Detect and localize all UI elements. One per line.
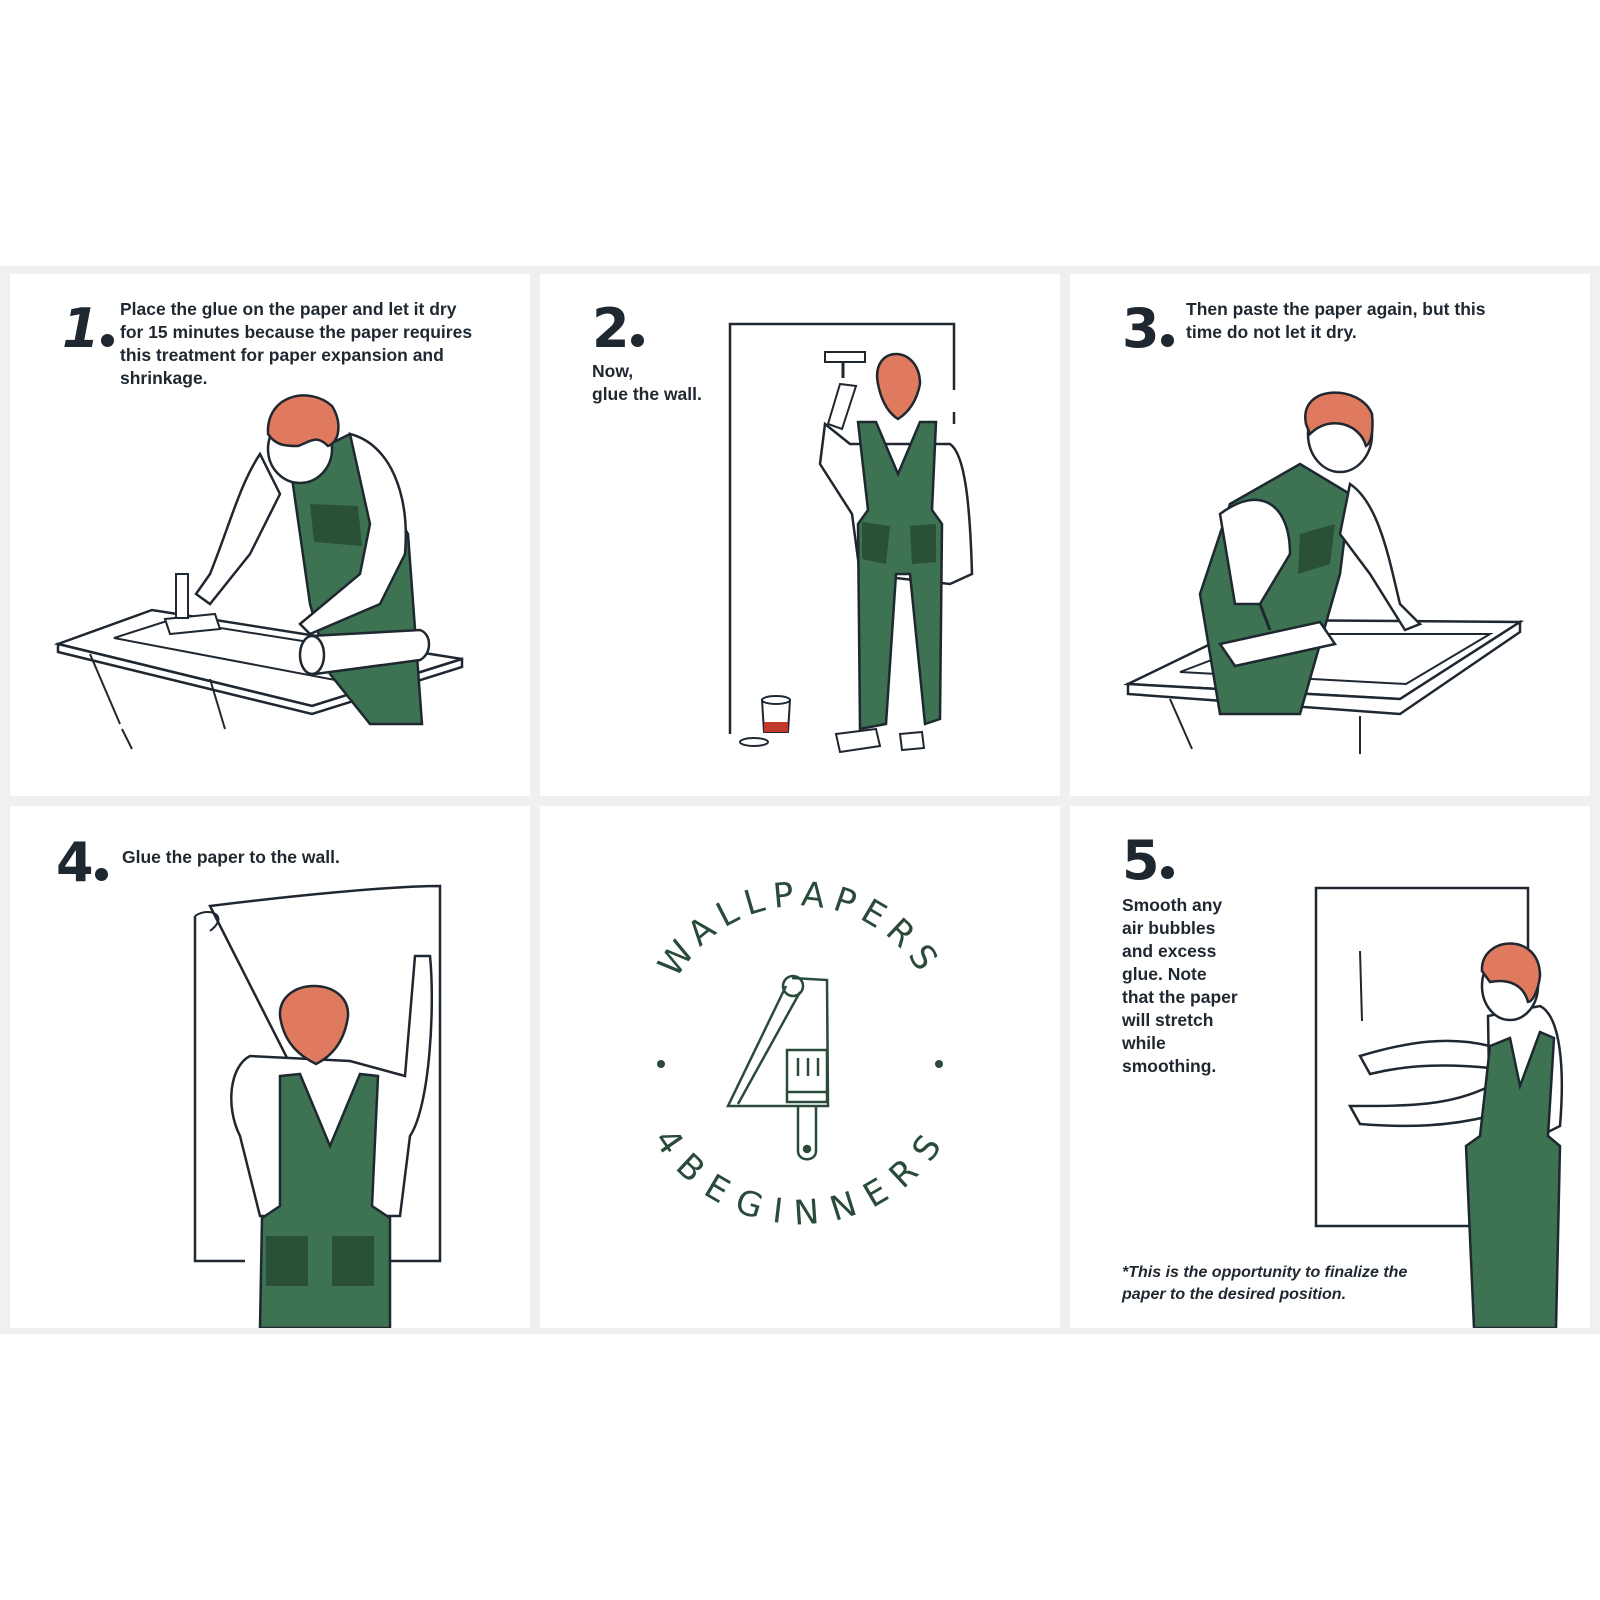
step-5-panel: 5 Smooth any air bubbles and excess glue… xyxy=(1070,806,1590,1328)
step-1-text: Place the glue on the paper and let it d… xyxy=(120,299,473,388)
step-3-text: Then paste the paper again, but this tim… xyxy=(1186,299,1486,342)
brand-top-text: WALLPAPERS xyxy=(651,874,942,984)
step-2-number: 2 xyxy=(592,302,644,356)
step-3-number: 3 xyxy=(1122,302,1174,356)
dot-left-icon xyxy=(657,1060,665,1068)
step-5-text: Smooth any air bubbles and excess glue. … xyxy=(1122,895,1238,1076)
step-5-illustration xyxy=(1314,886,1564,1328)
step-3-panel: 3 Then paste the paper again, but this t… xyxy=(1070,274,1590,796)
step-1-illustration xyxy=(53,394,464,750)
step-1-number: 1 xyxy=(62,302,114,356)
step-1-panel: 1 Place the glue on the paper and let it… xyxy=(10,274,530,796)
brand-logo: WALLPAPERS 4BEGINNERS xyxy=(646,874,954,1234)
step-2-text-line2: glue the wall. xyxy=(592,384,702,404)
step-2-panel: 2 Now, glue the wall. xyxy=(540,274,1060,796)
step-4-number: 4 xyxy=(56,836,108,890)
brand-logo-panel: WALLPAPERS 4BEGINNERS xyxy=(540,806,1060,1328)
step-3-illustration xyxy=(1123,391,1525,754)
wallpaper-brush-icon xyxy=(726,974,830,1161)
step-4-illustration xyxy=(193,884,442,1328)
brand-bottom-text: 4BEGINNERS xyxy=(646,1122,946,1234)
svg-text:4BEGINNERS: 4BEGINNERS xyxy=(646,1122,954,1234)
dot-right-icon xyxy=(935,1060,943,1068)
step-4-panel: 4 Glue the paper to the wall. xyxy=(10,806,530,1328)
step-5-number: 5 xyxy=(1122,834,1174,888)
step-2-text-line1: Now, xyxy=(592,361,634,381)
svg-text:WALLPAPERS: WALLPAPERS xyxy=(651,874,950,984)
step-2-illustration xyxy=(728,322,974,754)
step-4-text: Glue the paper to the wall. xyxy=(122,847,340,867)
step-5-note: *This is the opportunity to finalize the… xyxy=(1122,1264,1408,1303)
